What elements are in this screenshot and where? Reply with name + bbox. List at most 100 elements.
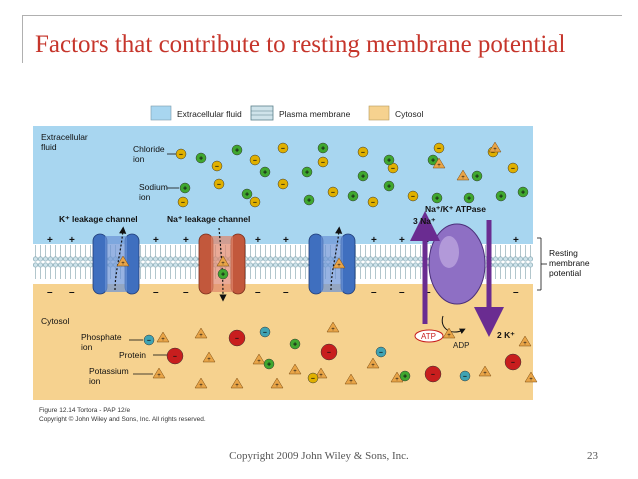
sodium-ion-sign: + — [221, 272, 225, 279]
potassium-ion — [216, 255, 230, 267]
potassium-ion — [252, 353, 266, 365]
svg-text:+: + — [183, 235, 189, 246]
sodium-ion — [517, 186, 529, 198]
chloride-ion-sign: – — [253, 158, 257, 165]
potassium-ion-sign: + — [483, 371, 487, 377]
atp-badge — [414, 329, 444, 343]
sodium-ion-sign: + — [475, 174, 479, 181]
svg-text:+: + — [255, 235, 261, 246]
sodium-ion — [347, 190, 359, 202]
svg-text:+: + — [513, 235, 519, 246]
potassium-ion — [344, 373, 358, 385]
sodium-ion-sign: + — [435, 196, 439, 203]
potassium-ion — [524, 371, 538, 383]
sodium-ion-sign: + — [499, 194, 503, 201]
svg-text:+: + — [69, 235, 75, 246]
k-leakage-channel-2 — [308, 226, 356, 295]
chloride-ion-sign: – — [179, 152, 183, 159]
chloride-ion — [211, 160, 223, 172]
potassium-ion-sign: + — [157, 373, 161, 379]
extracellular-label-line2: fluid — [41, 142, 57, 152]
chloride-ion-sign: – — [321, 160, 325, 167]
phosphate-ion-sign: – — [263, 330, 267, 337]
potassium-ion-sign: + — [121, 261, 125, 267]
page-number: 23 — [587, 450, 598, 462]
legend-swatch-cytosol — [368, 105, 390, 121]
phosphate-ion — [375, 346, 387, 358]
figure-caption-line2: Copyright © John Wiley and Sons, Inc. Al… — [39, 415, 206, 423]
protein-ion — [228, 329, 246, 347]
phosphate-ion-sign: – — [463, 374, 467, 381]
sodium-ion — [231, 144, 243, 156]
cytosol-region — [33, 284, 533, 400]
membrane-diagram: Extracellular fluid Plasma membrane Cyto… — [33, 105, 590, 423]
slide-title: Factors that contribute to resting membr… — [35, 31, 566, 58]
potassium-ion-sign: + — [199, 383, 203, 389]
chloride-ion — [249, 196, 261, 208]
potassium-ion — [230, 377, 244, 389]
sodium-ion — [259, 166, 271, 178]
potassium-ion — [478, 365, 492, 377]
sodium-ion — [289, 338, 301, 350]
potassium-ion — [432, 157, 446, 169]
chloride-ion — [249, 154, 261, 166]
protein-ion-sign: – — [327, 350, 331, 357]
potassium-ion — [116, 255, 130, 267]
sodium-ion — [357, 170, 369, 182]
sodium-ion — [195, 152, 207, 164]
potassium-ion-sign: + — [257, 359, 261, 365]
chloride-ion-sign: – — [371, 200, 375, 207]
na-channel-label: Na⁺ leakage channel — [167, 214, 250, 224]
svg-text:+: + — [371, 235, 377, 246]
potassium-ion-sign: + — [529, 377, 533, 383]
potassium-ion — [152, 367, 166, 379]
membrane-figure: Extracellular fluid Plasma membrane Cyto… — [33, 102, 600, 428]
sodium-ion-sign: + — [307, 198, 311, 205]
legend-label-extracellular: Extracellular fluid — [177, 109, 242, 119]
chloride-ion-sign: – — [181, 200, 185, 207]
sodium-ion — [463, 192, 475, 204]
sodium-ion-sign: + — [235, 148, 239, 155]
protein-ion — [504, 353, 522, 371]
svg-text:–: – — [371, 287, 377, 298]
chloride-label-line2: ion — [133, 154, 145, 164]
chloride-ion — [175, 148, 187, 160]
figure-caption-line1: Figure 12.14 Tortora - PAP 12/e — [39, 407, 130, 414]
chloride-ion-sign: – — [281, 182, 285, 189]
potassium-ion-sign: + — [275, 383, 279, 389]
svg-text:+: + — [283, 235, 289, 246]
pump-label: Na⁺/K⁺ ATPase — [425, 204, 486, 214]
potassium-ion-sign: + — [207, 357, 211, 363]
sodium-ion-sign: + — [199, 156, 203, 163]
phosphate-ion — [143, 334, 155, 346]
phosphate-ion-sign: – — [379, 350, 383, 357]
ion-particles: –––––––––––––––––+++++++++++++++++++++––… — [116, 141, 538, 389]
potassium-ion-sign: + — [161, 337, 165, 343]
figure-legend: Extracellular fluid Plasma membrane Cyto… — [150, 105, 423, 121]
potassium-ion-sign: + — [199, 333, 203, 339]
chloride-ion — [277, 178, 289, 190]
chloride-ion-sign: – — [215, 164, 219, 171]
k-channel-label: K⁺ leakage channel — [59, 214, 138, 224]
legend-label-cytosol: Cytosol — [395, 109, 423, 119]
chloride-ion-sign: – — [491, 150, 495, 157]
resting-label-line2: membrane — [549, 258, 590, 268]
potassium-ion-sign: + — [437, 163, 441, 169]
chloride-label-line1: Chloride — [133, 144, 165, 154]
potassium-ion-sign: + — [337, 263, 341, 269]
potassium-ion — [194, 327, 208, 339]
sodium-ion — [317, 142, 329, 154]
chloride-ion — [407, 190, 419, 202]
protein-ion — [166, 347, 184, 365]
phosphate-label-line1: Phosphate — [81, 332, 122, 342]
potassium-ion — [194, 377, 208, 389]
chloride-ion — [307, 372, 319, 384]
cytosol-region-label: Cytosol — [41, 316, 69, 326]
potassium-ion — [288, 363, 302, 375]
na-leakage-channel — [198, 227, 246, 302]
sodium-ion-sign: + — [267, 362, 271, 369]
sodium-ion — [241, 188, 253, 200]
protein-ion — [320, 343, 338, 361]
potassium-ion-sign: + — [319, 373, 323, 379]
sodium-ion — [383, 154, 395, 166]
